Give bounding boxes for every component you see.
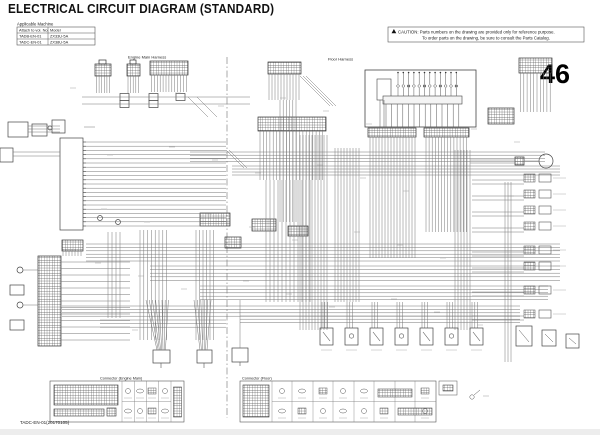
wire-bundles [13,73,560,368]
caution-line-1: CAUTION: Parts numbers on the drawing ar… [398,29,555,34]
micro-labels [70,87,566,419]
applicable-machine-label: Applicable Machine [17,22,54,27]
fuse-relay-panel [364,69,477,128]
table-cell: ZX38U-5A [50,39,69,44]
ecu-box [59,137,84,231]
table-cell: ZX33U-5A [50,33,69,38]
connector-table-engine-main-label: Connector (Engine Main) [100,377,143,381]
harness-label-floor: Floor Harness [328,57,353,62]
key-symbol [469,389,489,400]
caution-box: CAUTION: Parts numbers on the drawing ar… [387,26,585,43]
table-cell: TADC-EN-01 [19,39,42,44]
connector-table-engine-main: Connector (Engine Main) [49,377,185,423]
page-title: ELECTRICAL CIRCUIT DIAGRAM (STANDARD) [8,1,275,16]
footer-code: TADC-EN-01(20170105) [20,420,70,425]
scan-edge [0,429,600,435]
small-components [83,71,580,415]
table-cell: TADB-EN-01 [19,33,41,38]
warning-triangle-icon [391,29,397,34]
connector-table-floor-label: Connector (Floor) [242,377,272,381]
caution-line-2: To order parts on the drawing, be sure t… [422,36,550,41]
connector-table-floor: Connector (Floor) [239,377,489,423]
applicable-machine-table: Applicable Machine Attach to vol. No. Mo… [16,22,96,46]
harness-label-engine-main: Engine Main Harness [128,55,166,60]
table-header-cell: Attach to vol. No. [19,27,49,32]
table-header-cell: Model [50,27,61,32]
